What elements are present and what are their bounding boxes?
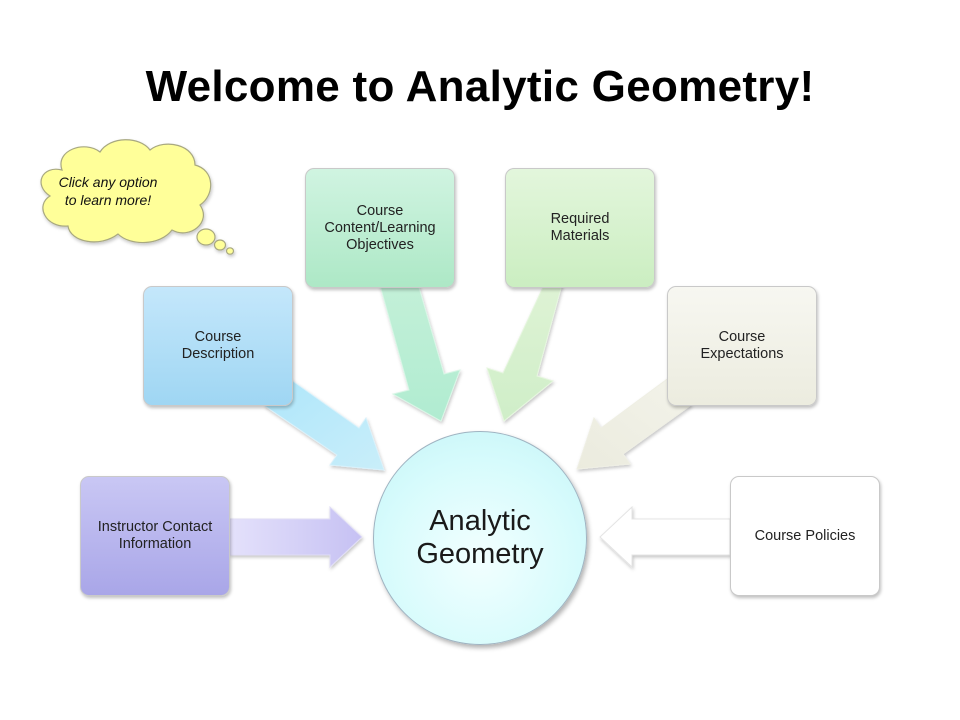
option-course-description-label: Course Description bbox=[181, 329, 255, 362]
option-instructor-contact[interactable]: Instructor Contact Information bbox=[80, 476, 230, 596]
thought-dot-large bbox=[196, 228, 216, 246]
option-course-expectations-label: Course Expectations bbox=[700, 329, 784, 362]
option-required-materials[interactable]: Required Materials bbox=[505, 168, 655, 288]
center-node-label: Analytic Geometry bbox=[416, 505, 544, 570]
option-course-policies-label: Course Policies bbox=[754, 527, 856, 544]
hint-text: Click any option to learn more! bbox=[58, 174, 158, 208]
slide-title: Welcome to Analytic Geometry! bbox=[145, 62, 815, 111]
option-course-content-label: Course Content/Learning Objectives bbox=[324, 202, 436, 253]
option-course-description[interactable]: Course Description bbox=[143, 286, 293, 406]
center-node-analytic-geometry: Analytic Geometry bbox=[373, 431, 587, 645]
option-course-expectations[interactable]: Course Expectations bbox=[667, 286, 817, 406]
arrow-required-materials bbox=[486, 276, 565, 422]
hint-bubble bbox=[40, 139, 235, 255]
cloud-shape bbox=[40, 139, 212, 244]
thought-dot-medium bbox=[213, 239, 227, 251]
option-course-policies[interactable]: Course Policies bbox=[730, 476, 880, 596]
option-required-materials-label: Required Materials bbox=[550, 211, 610, 244]
arrow-instructor-contact bbox=[229, 505, 363, 569]
arrow-course-content bbox=[379, 276, 461, 422]
option-course-content[interactable]: Course Content/Learning Objectives bbox=[305, 168, 455, 288]
thought-dot-small bbox=[225, 247, 235, 255]
arrow-course-policies bbox=[599, 505, 731, 569]
arrow-course-expectations bbox=[576, 376, 692, 470]
arrow-course-description bbox=[264, 376, 385, 471]
option-instructor-contact-label: Instructor Contact Information bbox=[97, 519, 213, 552]
